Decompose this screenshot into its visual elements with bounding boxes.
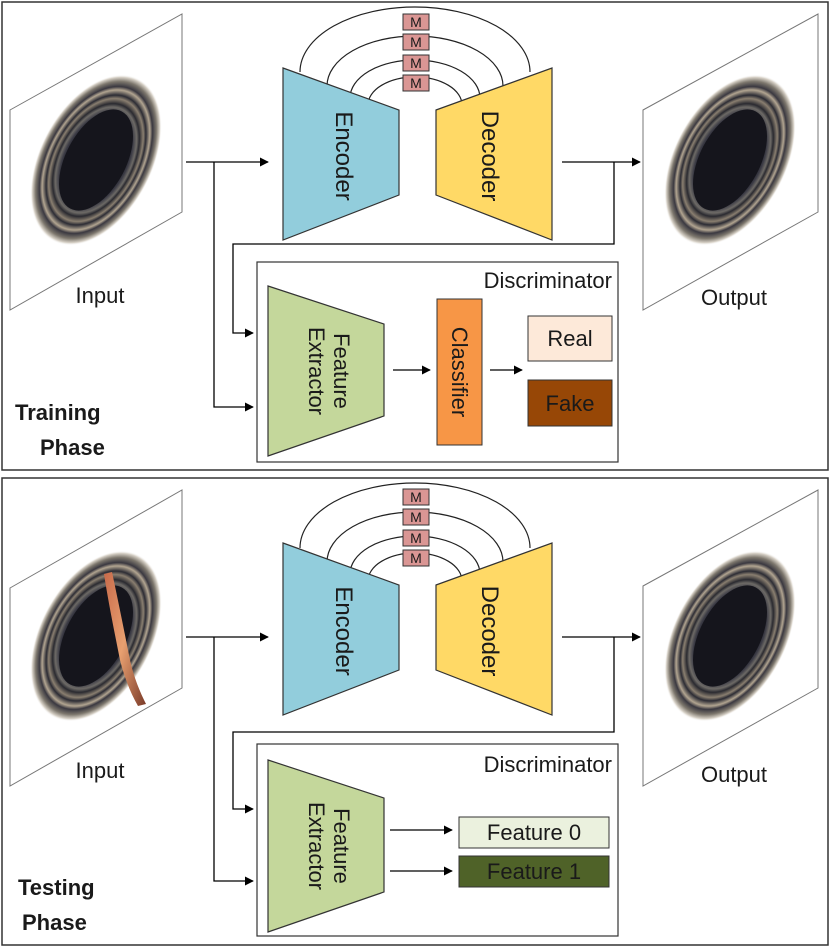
testing-input-image [9,489,183,787]
testing-arrow-input-feature [213,637,254,886]
training-classifier-label: Classifier [447,327,472,417]
training-input-label: Input [76,283,125,308]
training-feature-extractor-block [267,285,385,457]
m-block-label: M [410,75,422,91]
testing-phase-line1: Testing [18,875,95,900]
testing-m-blocks: M M M M [402,488,430,567]
m-block-label: M [410,550,422,566]
training-encoder-block [282,67,400,241]
training-decoder-block [435,67,553,241]
testing-discriminator-label: Discriminator [484,752,612,777]
m-block-label: M [410,55,422,71]
training-output-image [642,13,819,311]
defect-mark [104,572,146,706]
training-fake-box [527,379,613,427]
training-encoder-label: Encoder [330,111,357,200]
testing-decoder-block [435,542,553,716]
m-block-label: M [410,14,422,30]
training-phase-line2: Phase [40,435,105,460]
training-decoder-label: Decoder [476,111,503,202]
testing-feature0-label: Feature 0 [487,820,581,845]
testing-encoder-block [282,542,400,716]
training-phase-line1: Training [15,400,101,425]
training-classifier-block [436,298,483,446]
training-m-blocks: M M M M [402,13,430,92]
testing-extractor-label: Extractor [304,802,329,890]
testing-decoder-label: Decoder [476,586,503,677]
testing-output-label: Output [701,762,767,787]
testing-feature1-label: Feature 1 [487,859,581,884]
testing-output-image [642,489,819,787]
testing-feature-label: Feature [329,808,354,884]
testing-arrow-output-feature [232,637,615,814]
training-fake-label: Fake [546,391,595,416]
testing-feature0-box [458,816,610,849]
testing-feature1-box [458,855,610,888]
training-real-box [527,315,613,362]
training-extractor-label: Extractor [304,327,329,415]
training-arrow-input-feature [213,162,254,412]
training-arrow-output-feature [232,162,615,338]
training-panel: Input M M M M Encoder Decoder [1,1,829,471]
testing-panel: Input M M M M Encoder Decoder [1,477,829,946]
training-output-label: Output [701,285,767,310]
training-input-image [9,13,183,311]
training-feature-label: Feature [329,333,354,409]
m-block-label: M [410,34,422,50]
m-block-label: M [410,489,422,505]
testing-feature-extractor-block [267,759,385,933]
m-block-label: M [410,509,422,525]
testing-phase-line2: Phase [22,910,87,935]
m-block-label: M [410,530,422,546]
testing-input-label: Input [76,758,125,783]
testing-encoder-label: Encoder [330,586,357,675]
training-discriminator-label: Discriminator [484,268,612,293]
training-real-label: Real [547,326,592,351]
